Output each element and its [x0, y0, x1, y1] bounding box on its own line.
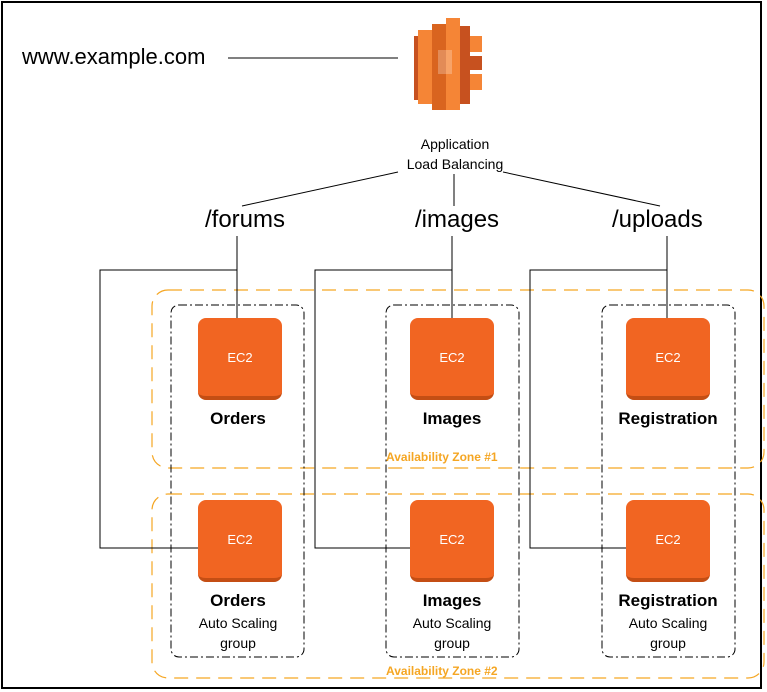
service-name-registration-zone2: Registration	[618, 591, 718, 610]
availability-zone-1-label: Availability Zone #1	[386, 450, 498, 464]
asg-label-line1: Auto Scaling	[628, 615, 708, 631]
availability-zone-1-box	[151, 289, 765, 469]
ec2-instance-images-zone1: EC2	[410, 318, 494, 400]
availability-zone-2-label: Availability Zone #2	[386, 664, 498, 678]
elb-icon	[414, 18, 482, 110]
ec2-instance-orders-zone1: EC2	[198, 318, 282, 400]
asg-label-line2: group	[650, 635, 686, 651]
images-route-zone2	[314, 269, 452, 549]
load-balancer-label: Application Load Balancing	[395, 134, 515, 174]
asg-box-registration	[601, 304, 736, 658]
load-balancer-line1: Application	[420, 136, 490, 152]
ec2-instance-orders-zone2: EC2	[198, 500, 282, 582]
asg-label-registration: Auto Scaling group	[598, 613, 738, 653]
service-name-orders-zone1: Orders	[210, 409, 266, 428]
service-name-registration-zone1: Registration	[618, 409, 718, 428]
service-name-images-zone1: Images	[422, 409, 482, 428]
path-images: /images	[415, 206, 500, 233]
asg-label-orders: Auto Scaling group	[168, 613, 308, 653]
path-forums: /forums	[205, 206, 286, 233]
service-name-orders-zone2: Orders	[210, 591, 266, 610]
uploads-route-zone2	[529, 269, 667, 549]
asg-box-orders	[170, 304, 305, 658]
asg-label-images: Auto Scaling group	[382, 613, 522, 653]
availability-zone-2-box	[151, 493, 765, 679]
service-name-images-zone2: Images	[422, 591, 482, 610]
elb-to-forums-line	[241, 171, 399, 207]
path-uploads: /uploads	[612, 206, 703, 233]
forums-route-zone2	[99, 269, 237, 549]
asg-box-images	[385, 304, 520, 658]
asg-label-line2: group	[434, 635, 470, 651]
asg-label-line2: group	[220, 635, 256, 651]
ec2-instance-images-zone2: EC2	[410, 500, 494, 582]
asg-label-line1: Auto Scaling	[198, 615, 278, 631]
elb-to-uploads-line	[502, 171, 661, 207]
asg-label-line1: Auto Scaling	[412, 615, 492, 631]
ec2-instance-registration-zone1: EC2	[626, 318, 710, 400]
ec2-instance-registration-zone2: EC2	[626, 500, 710, 582]
domain-label: www.example.com	[22, 44, 206, 69]
load-balancer-line2: Load Balancing	[406, 156, 504, 172]
